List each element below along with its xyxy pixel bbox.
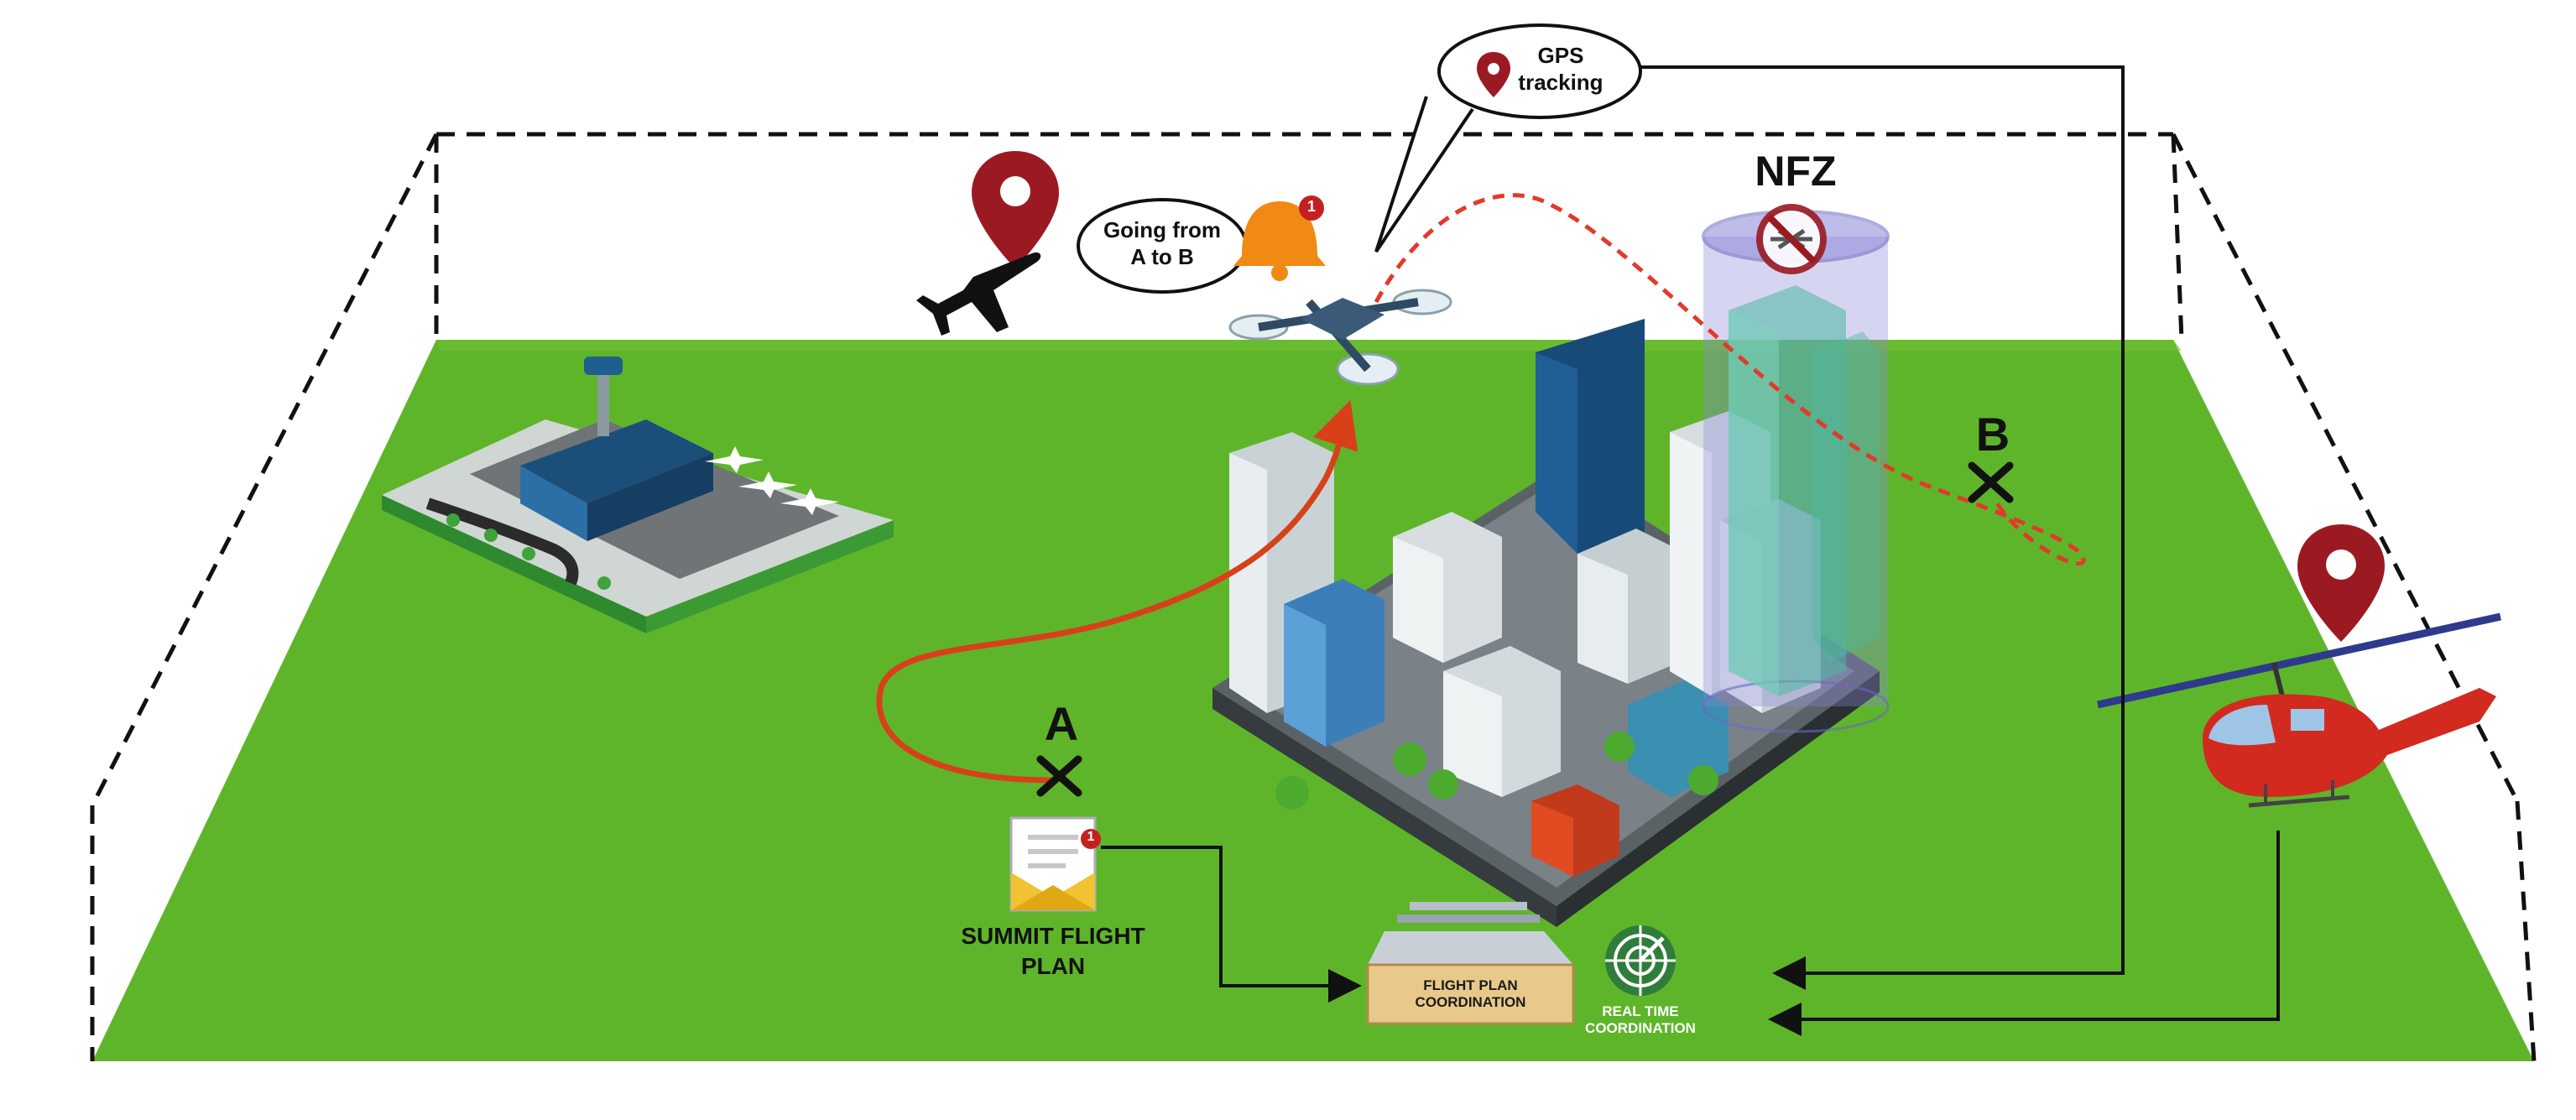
gps-tracking-label: GPS tracking	[1518, 43, 1603, 95]
tray-icon	[1366, 902, 1575, 1025]
alert-badge-count: 1	[1306, 198, 1316, 215]
mail-badge-count: 1	[1087, 830, 1095, 844]
going-from-label: Going from A to B	[1103, 217, 1222, 269]
real-time-coordination-label: REAL TIME COORDINATION	[1585, 1003, 1696, 1036]
connector-plan	[1101, 846, 1362, 1003]
point-b-marker	[1968, 461, 2014, 503]
flight-plan-coordination-label: FLIGHT PLAN COORDINATION	[1415, 977, 1526, 1010]
point-a-label: A	[1044, 697, 1079, 750]
bell-icon	[1233, 195, 1326, 281]
point-b-label: B	[1975, 408, 2010, 461]
point-a-marker	[1036, 755, 1082, 797]
gps-bubble	[1374, 23, 1642, 253]
envelope-icon	[1009, 816, 1101, 912]
no-drone-icon	[1756, 204, 1827, 274]
airplane-icon	[916, 252, 1041, 336]
no-fly-zone	[1702, 210, 1890, 733]
connector-gps	[1640, 65, 2125, 990]
city-icon	[1212, 319, 1880, 927]
drone-icon	[1228, 289, 1452, 386]
planned-route	[1374, 193, 2086, 566]
submit-plan-label: SUMMIT FLIGHT PLAN	[961, 923, 1145, 979]
location-pin-icon	[972, 151, 1059, 268]
helicopter-icon	[2097, 612, 2501, 808]
radar-icon	[1605, 925, 1676, 996]
location-pin-icon	[2297, 524, 2385, 642]
airspace-boundary	[90, 132, 2537, 1062]
airport-icon	[382, 357, 894, 633]
flown-route	[876, 399, 1358, 784]
connector-helicopter	[1768, 831, 2280, 1036]
nfz-label: NFZ	[1755, 148, 1837, 195]
